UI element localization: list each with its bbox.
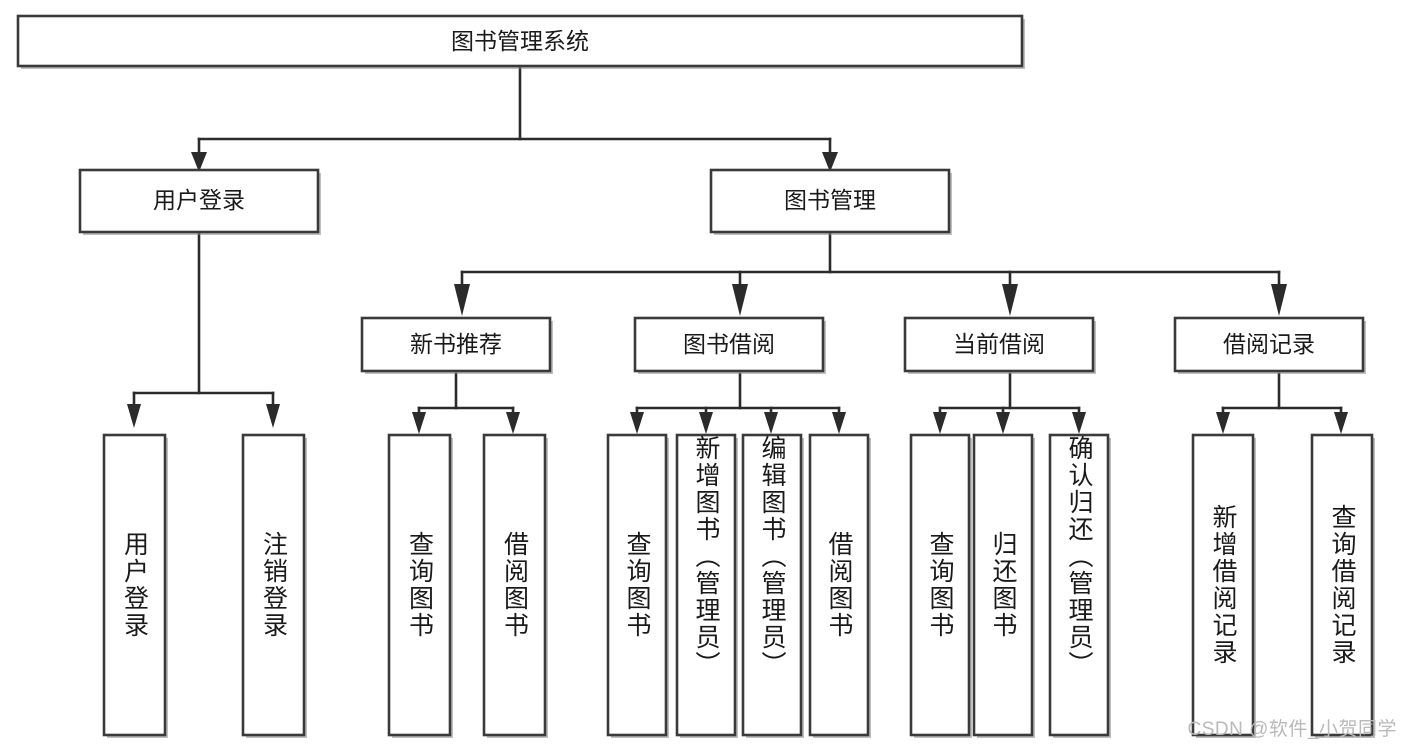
leaf-cb-query-book[interactable] [909, 433, 972, 738]
node-current-borrow[interactable]: 当前借阅 [903, 316, 1096, 374]
node-book-borrow[interactable]: 图书借阅 [633, 316, 826, 374]
leaf-bb-edit-book[interactable] [741, 433, 804, 738]
node-root[interactable]: 图书管理系统 [16, 14, 1025, 69]
leaf-br-add-record[interactable] [1191, 433, 1256, 738]
arrowhead-leaf-cb-query [933, 412, 947, 434]
arrowhead-leaf-bb-borrow [832, 412, 846, 434]
leaf-br-add-record-rect[interactable] [1191, 433, 1255, 737]
arrowhead-borrow-record [1271, 284, 1287, 316]
leaf-logout[interactable] [241, 433, 307, 738]
leaf-cb-return-book-rect[interactable] [972, 433, 1034, 737]
node-root-label: 图书管理系统 [451, 28, 589, 54]
node-new-book-recommend-label: 新书推荐 [410, 331, 502, 357]
arrowhead-leaf-bb-query [630, 412, 644, 434]
node-user-login[interactable]: 用户登录 [78, 168, 321, 235]
leaf-br-query-record-rect[interactable] [1310, 433, 1374, 737]
leaf-newbook-query-book-rect[interactable] [387, 433, 452, 737]
node-user-login-label: 用户登录 [153, 187, 245, 213]
arrowhead-current-borrow [1002, 284, 1018, 316]
arrowhead-leaf-cb-confirm [1072, 412, 1086, 434]
leaf-bb-borrow-book-rect[interactable] [808, 433, 870, 737]
csdn-watermark: CSDN @软件_小贺同学 [1187, 719, 1397, 740]
leaf-bb-add-book-rect[interactable] [675, 433, 737, 737]
arrowhead-book-manage [822, 152, 838, 172]
node-borrow-record-label: 借阅记录 [1223, 331, 1315, 357]
node-borrow-record-rect[interactable] [1173, 316, 1365, 373]
leaf-newbook-borrow-book[interactable] [482, 433, 548, 738]
leaf-cb-query-book-rect[interactable] [909, 433, 971, 737]
node-user-login-rect[interactable] [78, 168, 320, 234]
arrowhead-user-login [191, 152, 207, 172]
arrowhead-leaf-br-add [1216, 412, 1230, 434]
node-book-borrow-label: 图书借阅 [683, 331, 775, 357]
leaf-user-login[interactable] [102, 433, 168, 738]
arrowhead-leaf-newbook-query [412, 412, 426, 434]
arrowhead-leaf-br-query [1334, 412, 1348, 434]
node-root-rect[interactable] [16, 14, 1024, 68]
leaf-cb-return-book[interactable] [972, 433, 1035, 738]
arrowhead-leaf-bb-add [699, 412, 713, 434]
leaf-bb-edit-book-rect[interactable] [741, 433, 803, 737]
node-book-manage[interactable]: 图书管理 [709, 168, 952, 235]
node-current-borrow-label: 当前借阅 [953, 331, 1045, 357]
leaf-newbook-borrow-book-rect[interactable] [482, 433, 547, 737]
arrowhead-leaf-logout [266, 404, 280, 428]
node-book-borrow-rect[interactable] [633, 316, 825, 373]
leaf-logout-rect[interactable] [241, 433, 306, 737]
arrowhead-leaf-cb-return [996, 412, 1010, 434]
arrowhead-leaf-newbook-borrow [506, 412, 520, 434]
leaf-cb-confirm-return-rect[interactable] [1048, 433, 1110, 737]
leaf-br-query-record[interactable] [1310, 433, 1375, 738]
node-book-manage-label: 图书管理 [784, 187, 876, 213]
leaf-bb-query-book-rect[interactable] [606, 433, 668, 737]
arrowhead-leaf-user-login [127, 404, 141, 428]
node-borrow-record[interactable]: 借阅记录 [1173, 316, 1366, 374]
leaf-user-login-rect[interactable] [102, 433, 167, 737]
arrowhead-book-borrow [732, 284, 748, 316]
arrowhead-new-book-recommend [454, 284, 470, 316]
node-new-book-recommend-rect[interactable] [360, 316, 552, 373]
leaf-newbook-query-book[interactable] [387, 433, 453, 738]
node-current-borrow-rect[interactable] [903, 316, 1095, 373]
arrowhead-leaf-bb-edit [764, 412, 778, 434]
leaf-bb-query-book[interactable] [606, 433, 669, 738]
node-book-manage-rect[interactable] [709, 168, 951, 234]
node-new-book-recommend[interactable]: 新书推荐 [360, 316, 553, 374]
leaf-bb-borrow-book[interactable] [808, 433, 871, 738]
connector-layer [127, 64, 1348, 434]
leaf-bb-add-book[interactable] [675, 433, 738, 738]
leaf-cb-confirm-return[interactable] [1048, 433, 1111, 738]
